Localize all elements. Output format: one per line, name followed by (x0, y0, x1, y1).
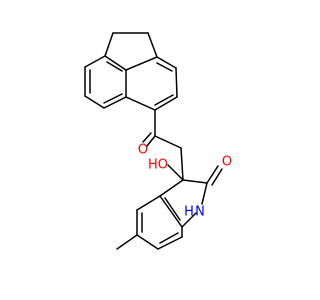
bond (154, 94, 174, 106)
oxindole-benzene-ring (136, 195, 183, 250)
bond (167, 164, 184, 181)
bond (142, 132, 152, 143)
nitrogen-hydrogen-label: H (184, 205, 194, 220)
molecule-structure: O HO O H N (84, 32, 232, 250)
bond (84, 55, 106, 68)
bond (104, 55, 127, 71)
bond (146, 135, 156, 147)
bond (206, 165, 219, 184)
bond (104, 32, 114, 57)
methyl-group (116, 234, 138, 250)
bond (180, 147, 184, 181)
bond (157, 236, 183, 250)
bond (156, 62, 173, 72)
bond (154, 135, 182, 149)
bond (136, 195, 161, 211)
bond (154, 96, 178, 111)
bond (84, 95, 105, 109)
acenaphthene-bridge (104, 32, 158, 58)
carbonyl-oxygen-label: O (138, 143, 148, 158)
hydroxyl-label: HO (148, 158, 168, 173)
bond (175, 67, 178, 98)
bond (182, 179, 208, 184)
bond (125, 56, 158, 71)
bond (201, 182, 208, 205)
naphthalene-left-ring (84, 55, 127, 109)
oxindole-lactam-ring (159, 164, 223, 228)
bond (159, 179, 184, 197)
lactam-oxygen-label: O (222, 155, 232, 170)
bond (164, 197, 181, 221)
nitrogen-label: N (195, 205, 205, 220)
bond (181, 212, 197, 228)
bond (159, 195, 183, 228)
bond (147, 32, 158, 58)
bond (125, 96, 156, 111)
bond (116, 234, 138, 250)
bond (156, 56, 177, 69)
bond (103, 93, 123, 104)
bond (211, 168, 223, 186)
bond (159, 232, 179, 244)
bond (136, 234, 159, 250)
ketone-linker (142, 109, 184, 181)
bond (106, 61, 123, 72)
bond (103, 96, 127, 109)
structure-canvas: O HO O H N (84, 32, 233, 250)
naphthalene-right-ring (125, 56, 178, 111)
